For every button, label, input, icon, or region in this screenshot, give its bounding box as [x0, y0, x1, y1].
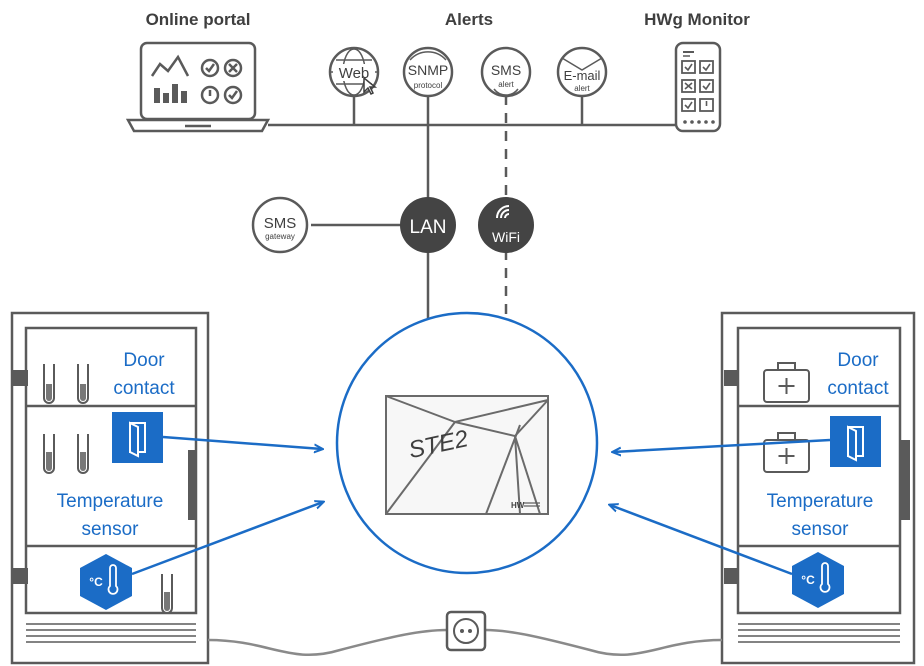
arrow-right-door: [613, 438, 831, 452]
left-cabinet-handle: [188, 450, 195, 520]
right-cabinet-vents: [738, 623, 900, 643]
header-online-portal: Online portal: [146, 10, 251, 29]
right-cabinet: [720, 311, 916, 665]
sms-label: SMS: [491, 62, 521, 78]
wifi-node: WiFi: [478, 197, 534, 253]
left-door-contact-label-2: contact: [113, 378, 175, 399]
left-door-contact-label-1: Door: [123, 350, 165, 371]
left-temperature-label-2: sensor: [81, 519, 139, 540]
web-label: Web: [339, 65, 370, 82]
top-bus: [268, 95, 676, 330]
envelope-icon: [556, 46, 608, 98]
right-temperature-sensor: °C: [792, 552, 844, 608]
ste2-device: [385, 395, 549, 515]
sms-gateway: SMS gateway: [251, 196, 309, 254]
door-icon: [129, 421, 146, 458]
email-label: E-mail: [564, 68, 601, 83]
right-door-sensor: [830, 416, 881, 467]
device-vent-marks: [524, 502, 540, 507]
right-door-contact-label-2: contact: [827, 378, 889, 399]
bar-chart-icon: [154, 84, 187, 103]
power-outlet-icon: [445, 610, 487, 652]
cursor-icon: [363, 76, 378, 96]
web-alert: Web: [328, 46, 380, 98]
left-temp-unit: °C: [89, 575, 103, 589]
left-cabinet: [10, 311, 210, 665]
arrow-right-temp: [610, 505, 793, 576]
phone-dots: [683, 120, 715, 124]
phone-icon: [674, 41, 722, 133]
right-cabinet-hinges: [724, 370, 738, 584]
arrow-left-temp: [131, 502, 323, 576]
left-door-sensor: [112, 412, 163, 463]
right-temperature-label-2: sensor: [791, 519, 849, 540]
arrow-left-door: [162, 435, 322, 449]
right-temperature-label-1: Temperature: [767, 491, 874, 512]
left-cabinet-vents: [26, 623, 196, 643]
lan-label: LAN: [410, 217, 447, 238]
snmp-label: SNMP: [408, 62, 448, 78]
left-temperature-sensor: °C: [80, 554, 132, 610]
right-cabinet-handle: [900, 440, 910, 520]
sms-gateway-sublabel: gateway: [265, 232, 295, 241]
email-sublabel: alert: [574, 84, 590, 93]
lan-node: LAN: [400, 197, 456, 253]
thermometer-icon: [107, 564, 119, 595]
test-tube-fill: [46, 384, 170, 611]
snmp-alert: SNMP protocol: [402, 46, 454, 98]
wifi-icon: [496, 205, 510, 219]
laptop-icon: [125, 41, 271, 133]
power-cable: [207, 628, 723, 657]
wifi-label: WiFi: [492, 229, 520, 245]
left-temperature-label-1: Temperature: [57, 491, 164, 512]
header-hwg-monitor: HWg Monitor: [644, 10, 750, 29]
snmp-sublabel: protocol: [414, 81, 443, 90]
sms-alert: SMS alert: [480, 46, 532, 98]
medical-kit-icon: [763, 362, 810, 473]
left-cabinet-hinges: [12, 370, 28, 584]
header-alerts: Alerts: [445, 10, 493, 29]
right-door-contact-label-1: Door: [837, 350, 879, 371]
sensor-arrows: [131, 435, 831, 576]
device-maker-mark: HW: [511, 501, 525, 510]
door-icon: [847, 425, 864, 462]
sms-gateway-label: SMS: [264, 215, 297, 232]
email-alert: E-mail alert: [556, 46, 608, 98]
thermometer-icon: [819, 562, 831, 593]
sms-sublabel: alert: [498, 80, 514, 89]
right-temp-unit: °C: [801, 573, 815, 587]
